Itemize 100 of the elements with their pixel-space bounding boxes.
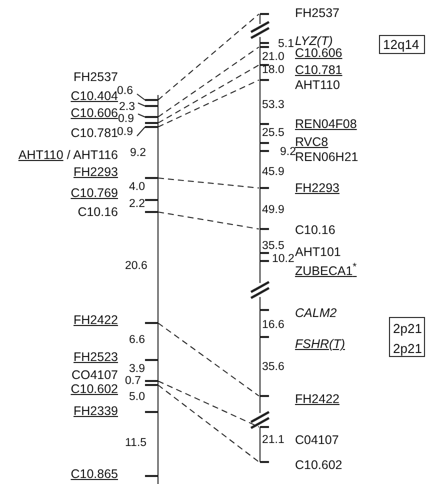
band-label: 2p21: [393, 321, 422, 336]
marker-tick: [145, 122, 158, 124]
distance-value: 5.0: [129, 390, 145, 404]
marker-tick: [260, 395, 269, 397]
marker-tick: [260, 46, 269, 48]
marker-tick: [260, 187, 269, 189]
marker-tick: [145, 116, 158, 118]
marker-label: FH2339: [74, 404, 118, 418]
marker-label: FSHR(T): [295, 337, 345, 351]
marker-label: C10.16: [78, 205, 118, 219]
dashed-connector: [158, 384, 260, 462]
band-label: 12q14: [383, 37, 420, 52]
distance-value: 0.9: [118, 112, 134, 126]
distance-value: 2.3: [119, 100, 135, 114]
marker-tick: [260, 426, 269, 428]
marker-tick: [145, 99, 158, 101]
distance-value: 35.5: [262, 240, 284, 252]
marker-tick: [260, 260, 269, 262]
marker-tick: [145, 359, 158, 361]
distance-value: 10.2: [272, 252, 294, 266]
distance-value: 45.9: [262, 166, 284, 178]
marker-tick: [260, 42, 269, 44]
marker-tick: [260, 228, 269, 230]
marker-label: C10.602: [295, 458, 342, 472]
band-label: 2p21: [393, 341, 422, 356]
distance-value: 18.0: [262, 64, 284, 76]
marker-tick: [260, 123, 269, 125]
marker-tick: [260, 13, 269, 15]
distance-value: 5.1: [278, 38, 294, 50]
distance-value: 53.3: [262, 98, 284, 112]
marker-label: FH2537: [74, 70, 118, 84]
marker-label: C10.769: [70, 186, 118, 200]
marker-tick: [145, 475, 158, 477]
marker-tick: [260, 142, 269, 144]
marker-label: LYZ(T): [295, 34, 333, 48]
marker-tick: [260, 150, 269, 152]
marker-tick: [145, 199, 158, 201]
distance-value: 6.6: [129, 334, 145, 346]
marker-label: C10.16: [295, 223, 336, 237]
marker-tick: [260, 79, 269, 81]
marker-tick: [145, 211, 158, 213]
marker-label: FH2537: [295, 6, 340, 20]
distance-value: 2.2: [129, 198, 145, 210]
distance-value: 9.2: [280, 146, 296, 158]
distance-value: 16.6: [262, 318, 284, 332]
marker-label: CALM2: [295, 306, 337, 320]
dashed-connector: [158, 178, 260, 188]
dashed-connector: [158, 14, 260, 100]
distance-value: 20.6: [125, 260, 148, 272]
marker-label: AHT110: [295, 78, 340, 92]
marker-label: C10.602: [70, 382, 118, 396]
dashed-connector: [158, 80, 260, 128]
dashed-connector: [158, 64, 260, 124]
dashed-connector: [158, 46, 260, 118]
marker-label: FH2523: [74, 350, 118, 364]
marker-label: C04107: [295, 433, 339, 447]
marker-tick: [145, 126, 158, 128]
distance-value: 25.5: [262, 126, 284, 140]
chromosome-band-box: [379, 35, 425, 54]
marker-label: RVC8: [295, 135, 328, 149]
distance-value: 0.6: [117, 84, 133, 96]
marker-label: FH2422: [74, 313, 118, 327]
marker-label: C10.865: [70, 467, 118, 481]
marker-tick: [260, 252, 269, 254]
marker-tick: [145, 322, 158, 324]
marker-label: REN06H21: [295, 150, 358, 164]
dashed-connector: [158, 212, 260, 230]
marker-tick: [260, 336, 269, 338]
dashed-connector: [158, 380, 260, 428]
distance-value: 9.2: [130, 146, 146, 160]
marker-tick: [145, 384, 158, 386]
marker-tick: [145, 105, 158, 107]
marker-label: AHT101: [295, 245, 341, 259]
chromosome-band-box: [389, 317, 425, 357]
dashed-connector: [158, 322, 260, 396]
marker-tick: [145, 411, 158, 413]
marker-label: C10.781: [295, 63, 342, 77]
distance-value: 21.1: [262, 434, 284, 446]
marker-label: C10.781: [70, 126, 118, 140]
distance-value: 0.7: [125, 374, 141, 388]
marker-label: FH2293: [295, 181, 340, 195]
distance-value: 11.5: [125, 436, 147, 450]
marker-tick: [260, 309, 269, 311]
marker-tick: [260, 64, 269, 66]
marker-label: CO4107: [71, 368, 118, 382]
marker-label: FH2422: [295, 392, 340, 406]
distance-value: 21.0: [262, 50, 284, 64]
marker-label: ZUBECA1$^{*}$: [295, 261, 357, 278]
distance-value: 49.9: [262, 204, 284, 216]
marker-label: AHT110 / AHT116: [18, 148, 118, 162]
marker-tick: [260, 461, 269, 463]
distance-value: 4.0: [129, 180, 145, 194]
distance-value: 3.9: [129, 362, 145, 376]
marker-tick: [145, 177, 158, 179]
marker-label: FH2293: [74, 165, 118, 179]
distance-value: 0.9: [117, 126, 133, 138]
marker-label: C10.606: [70, 106, 118, 120]
marker-label: C10.404: [70, 89, 118, 103]
marker-tick: [145, 380, 158, 382]
distance-value: 35.6: [262, 360, 284, 374]
